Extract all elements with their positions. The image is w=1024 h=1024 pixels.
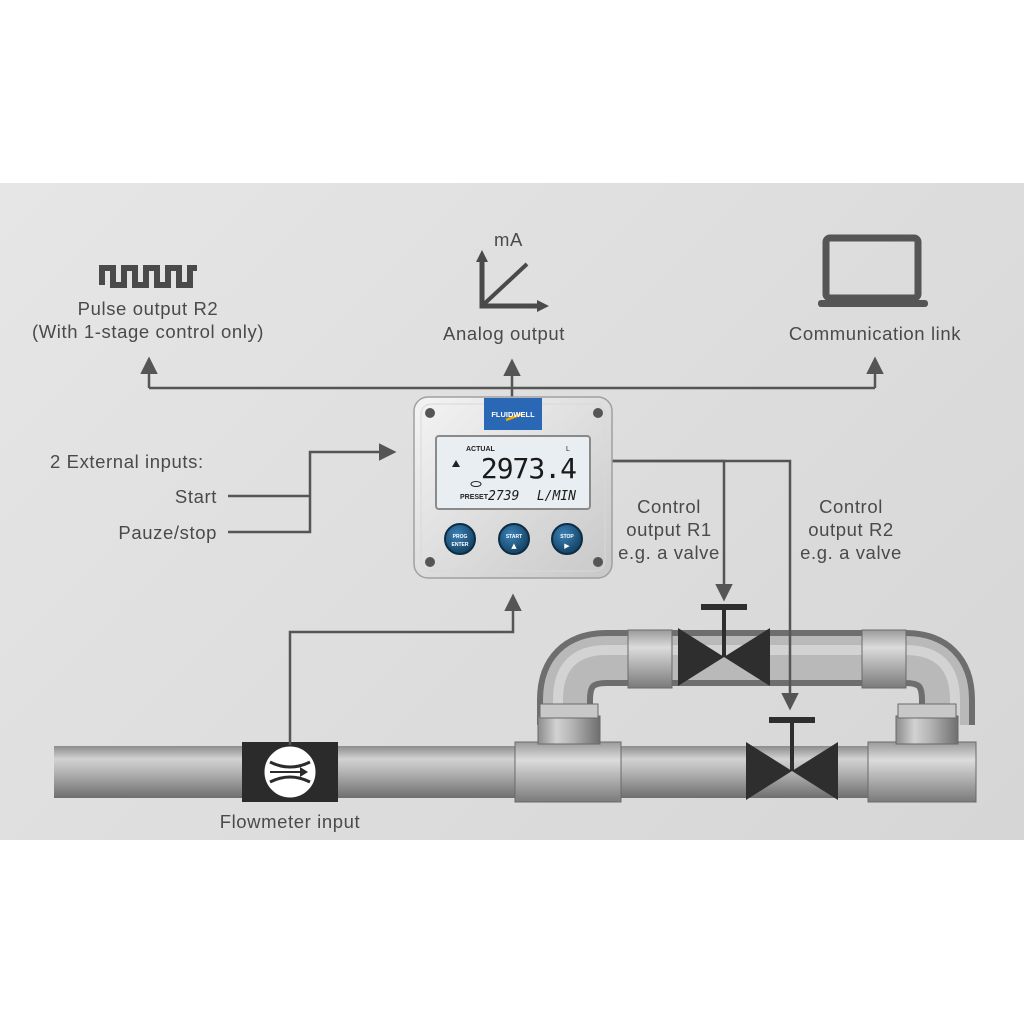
control-r2-line xyxy=(612,459,799,711)
lcd-actual-value: 2973.4 xyxy=(481,452,576,485)
connection-lines xyxy=(140,356,884,745)
flowmeter-line xyxy=(288,593,522,745)
stop-line xyxy=(228,443,397,534)
stop-input-label: Pauze/stop xyxy=(118,522,217,543)
control-r1-line2: output R1 xyxy=(626,519,712,540)
start-button xyxy=(498,523,530,555)
bypass-flange xyxy=(861,629,907,689)
prog-enter-button xyxy=(444,523,476,555)
stop-button-bottom: ▶ xyxy=(564,542,570,550)
analog-graph-icon xyxy=(476,250,549,312)
control-r2-label: Control output R2 e.g. a valve xyxy=(792,495,910,564)
lcd-rate-unit: L/MIN xyxy=(537,489,576,504)
prog-button-top: PROG xyxy=(453,534,468,540)
stop-button xyxy=(551,523,583,555)
screw xyxy=(593,408,603,418)
pulse-waveform-icon xyxy=(99,265,197,288)
lcd-actual-label: ACTUAL xyxy=(466,446,495,453)
pulse-output-label: Pulse output R2 (With 1-stage control on… xyxy=(10,297,286,343)
pulse-output-line2: (With 1-stage control only) xyxy=(31,321,265,342)
brand-logo xyxy=(484,398,542,430)
brand-text: FLUIDWELL xyxy=(491,410,535,419)
control-r1-label: Control output R1 e.g. a valve xyxy=(610,495,728,564)
external-inputs-heading: 2 External inputs: xyxy=(50,451,204,472)
lcd-preset-value: 2739 xyxy=(488,489,519,504)
lcd-preset-label: PRESET xyxy=(460,494,489,501)
screw xyxy=(593,557,603,567)
flowmeter-input-label: Flowmeter input xyxy=(219,811,361,832)
valve-r2 xyxy=(746,717,838,800)
analog-output-label: Analog output xyxy=(443,323,565,344)
stop-button-top: STOP xyxy=(560,534,574,540)
laptop-icon xyxy=(818,234,928,307)
control-r2-line2: output R2 xyxy=(808,519,894,540)
screw xyxy=(425,408,435,418)
start-input-label: Start xyxy=(174,486,217,507)
analog-unit-label: mA xyxy=(494,229,523,250)
flowmeter xyxy=(242,742,338,802)
prog-button-bottom: ENTER xyxy=(452,542,469,548)
pulse-output-line1: Pulse output R2 xyxy=(77,298,219,319)
start-button-top: START xyxy=(506,534,522,540)
control-r1-line3: e.g. a valve xyxy=(618,542,720,563)
bypass-flange xyxy=(627,629,673,689)
screw xyxy=(425,557,435,567)
start-button-bottom: ▲ xyxy=(511,542,517,550)
communication-link-label: Communication link xyxy=(788,323,962,344)
valve-r1 xyxy=(678,604,770,686)
lcd-screen xyxy=(435,435,591,510)
control-r2-line3: e.g. a valve xyxy=(800,542,902,563)
lcd-unit-top: L xyxy=(566,446,570,453)
fluidwell-device xyxy=(413,396,613,579)
control-r1-line1: Control xyxy=(637,496,701,517)
tee-fitting xyxy=(867,741,977,803)
tee-fitting xyxy=(514,741,622,803)
control-r2-line1: Control xyxy=(819,496,883,517)
